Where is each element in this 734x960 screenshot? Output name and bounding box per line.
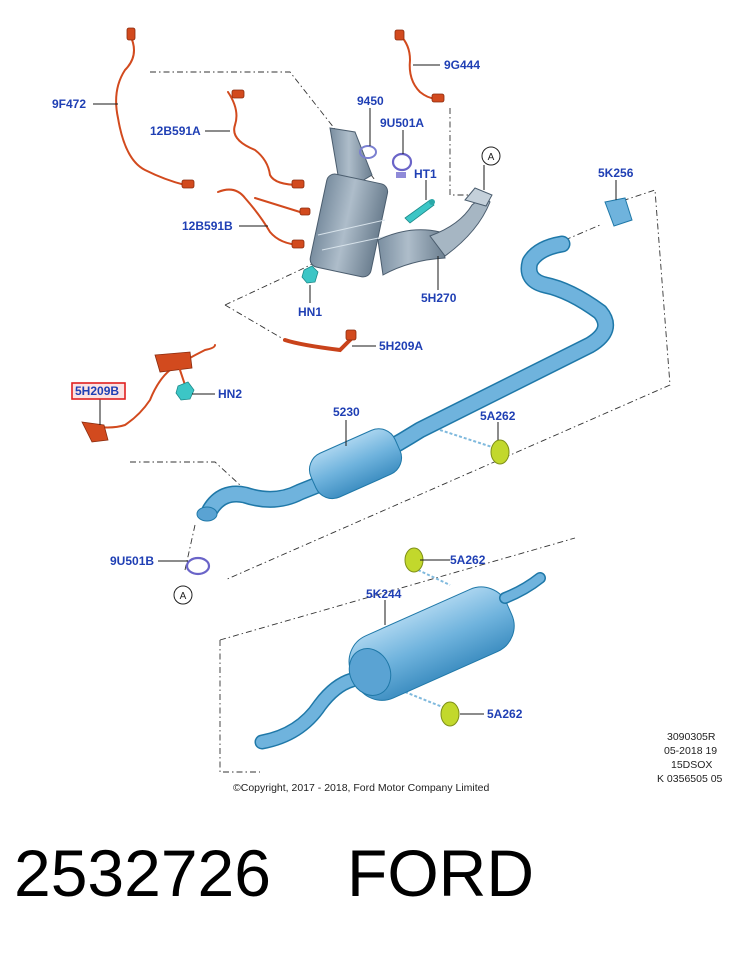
hanger-insulator-top[interactable] [439,429,510,465]
label-9f472[interactable]: 9F472 [52,97,86,111]
svg-text:5H209B: 5H209B [75,384,119,398]
meta-line-3: 15DSOX [671,759,712,771]
svg-text:A: A [180,591,187,602]
brand-name: FORD [347,836,534,910]
meta-line-2: 05-2018 19 [664,745,717,757]
intermediate-pipe-5230[interactable] [196,235,615,522]
sensor-harness-12b591a[interactable] [227,89,305,189]
label-5h209a[interactable]: 5H209A [379,339,423,353]
label-9g444[interactable]: 9G444 [444,58,480,72]
sensor-harness-9g444[interactable] [394,29,445,103]
label-9u501b[interactable]: 9U501B [110,554,154,568]
svg-text:A: A [488,152,495,163]
callout-labels: 9F472 12B591A 12B591B 9450 9U501A 9G444 … [52,58,634,721]
nut-hn1[interactable] [301,265,319,284]
hanger-insulator-bottom[interactable] [404,691,460,727]
copyright-notice: ©Copyright, 2017 - 2018, Ford Motor Comp… [233,782,490,794]
label-5k256[interactable]: 5K256 [598,166,634,180]
connection-marker-a-bottom: A [173,585,193,605]
gasket-9450[interactable] [359,145,377,159]
label-5a262-bottom[interactable]: 5A262 [487,707,523,721]
label-5a262-top[interactable]: 5A262 [480,409,516,423]
label-hn1[interactable]: HN1 [298,305,322,319]
label-9450[interactable]: 9450 [357,94,384,108]
label-5230[interactable]: 5230 [333,405,360,419]
drawing-meta-block: 3090305R 05-2018 19 15DSOX K 0356505 05 [657,731,723,785]
meta-line-1: 3090305R [667,731,716,743]
label-ht1[interactable]: HT1 [414,167,437,181]
pipe-5h209a[interactable] [283,329,357,353]
nut-hn2[interactable] [175,381,195,401]
label-9u501a[interactable]: 9U501A [380,116,424,130]
connector-5k256[interactable] [604,197,633,227]
hanger-insulator-mid[interactable] [404,547,451,586]
label-hn2[interactable]: HN2 [218,387,242,401]
highlighted-callout-5h209b[interactable]: 5H209B [71,382,126,400]
sensor-harness-12b591b[interactable] [217,188,311,249]
clamp-9u501b[interactable] [185,556,211,576]
meta-line-4: K 0356505 05 [657,773,723,785]
clamp-9u501a[interactable] [391,152,413,178]
sensor-ht1[interactable] [404,199,435,224]
label-5h270[interactable]: 5H270 [421,291,457,305]
label-12b591a[interactable]: 12B591A [150,124,201,138]
leader-lines [93,64,617,715]
label-5a262-mid[interactable]: 5A262 [450,553,486,567]
connection-marker-a-top: A [481,146,501,166]
catalytic-converter-assembly[interactable] [309,127,446,278]
label-5k244[interactable]: 5K244 [366,587,402,601]
heat-shield-pipe-5h270[interactable] [429,187,493,257]
part-number: 2532726 [14,836,271,910]
sensor-harness-9f472[interactable] [115,27,195,189]
dpf-pressure-sensor-5h209b[interactable] [81,344,216,443]
label-12b591b[interactable]: 12B591B [182,219,233,233]
rear-muffler-5k244[interactable] [254,572,546,750]
